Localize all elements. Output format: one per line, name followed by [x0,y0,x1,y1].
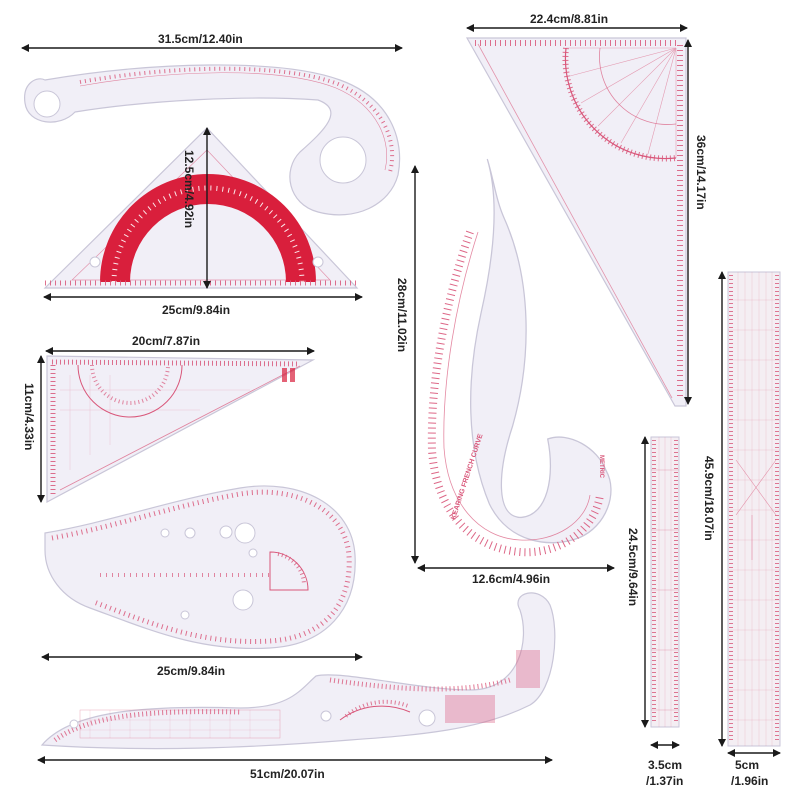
comma-curve-ruler [44,485,356,650]
small-set-square [46,355,316,504]
label-hip-curve-width: 31.5cm/12.40in [158,32,243,46]
label-short-ruler-length: 24.5cm/9.64in [626,528,640,607]
label-triangle-height: 12.5cm/4.92in [182,150,196,229]
label-large-square-width: 22.4cm/8.81in [530,12,609,26]
label-large-square-height: 36cm/14.17in [694,135,708,210]
label-comma-curve-width: 25cm/9.84in [157,664,226,678]
label-short-ruler-width-cm: 3.5cm [648,758,683,772]
label-short-ruler-width-in: /1.37in [646,774,684,788]
label-long-curve-width: 51cm/20.07in [250,767,325,781]
large-set-square [465,37,687,407]
long-curve-ruler [40,592,556,750]
label-small-square-width: 20cm/7.87in [132,334,201,348]
label-long-ruler-length: 45.9cm/18.07in [702,456,716,541]
label-long-ruler-width-cm: 5cm [735,758,760,772]
dimension-arrows [21,24,781,764]
short-straight-ruler [650,436,680,728]
label-french-curve-width: 12.6cm/4.96in [472,572,551,586]
label-french-curve-height: 28cm/11.02in [395,278,409,353]
french-curve-metric: METRIC [598,455,604,479]
label-triangle-width: 25cm/9.84in [162,303,231,317]
label-small-square-height: 11cm/4.33in [22,383,36,451]
long-straight-ruler [727,271,781,747]
label-long-ruler-width-in: /1.96in [731,774,769,788]
hip-curve-ruler [24,64,401,216]
